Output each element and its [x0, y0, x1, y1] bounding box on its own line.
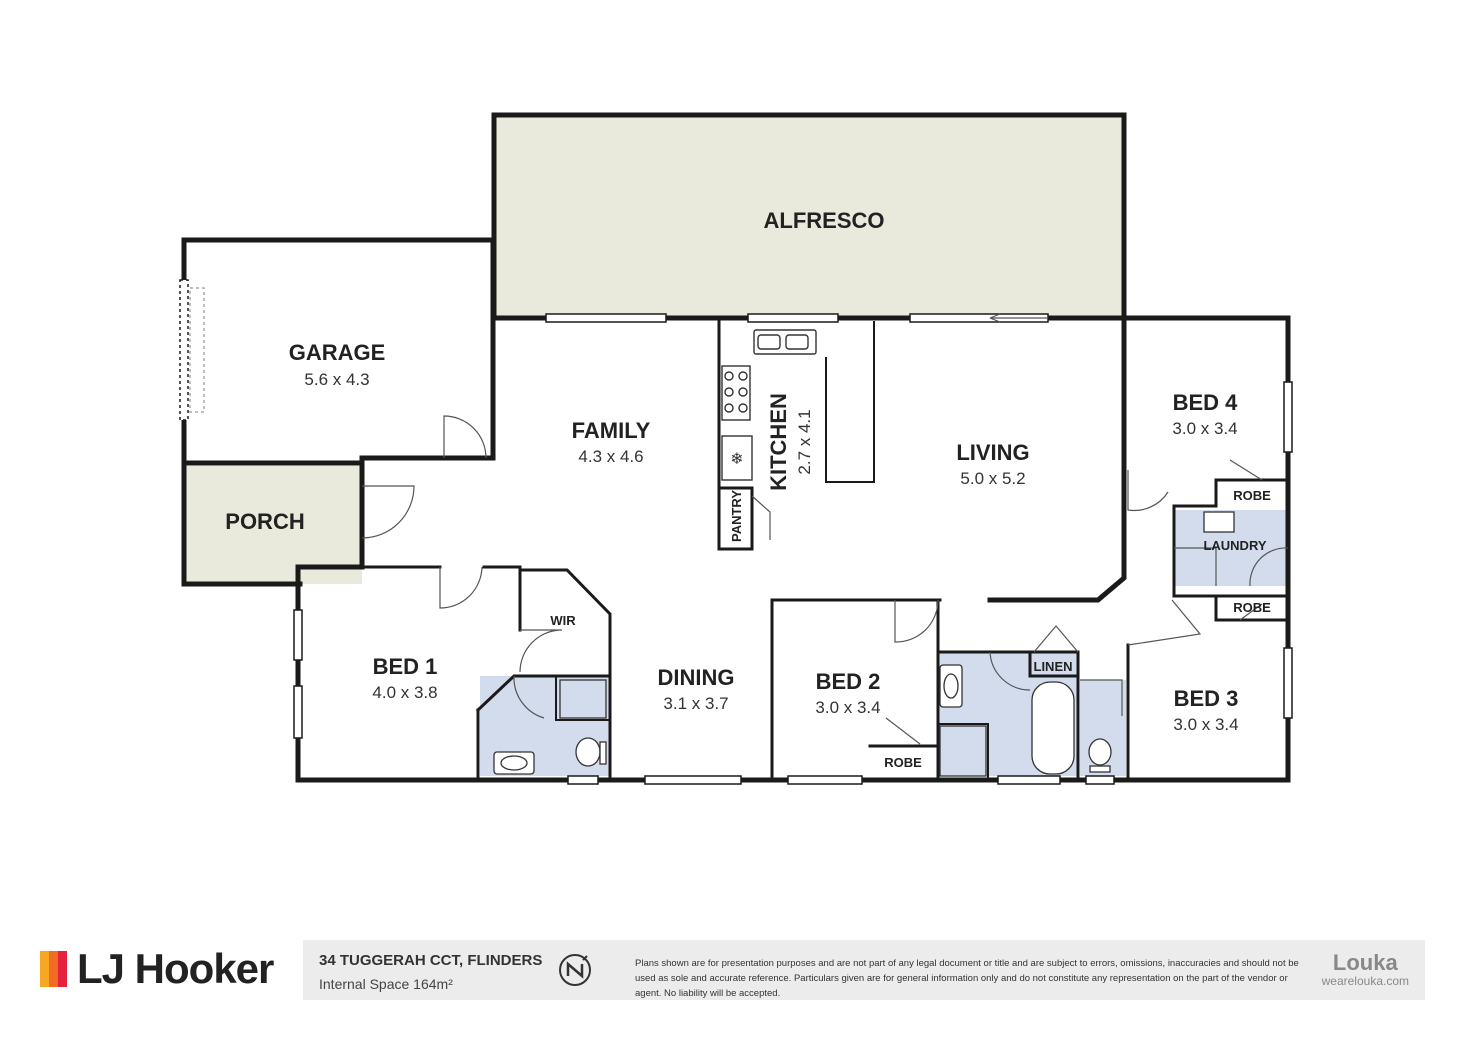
- info-bar: 34 TUGGERAH CCT, FLINDERS Internal Space…: [303, 940, 1425, 1000]
- living-label: LIVING: [956, 440, 1029, 465]
- floor-plan: ❄ ALFRESCO GARAGE 5.6 x 4.3 PORCH FAMILY…: [179, 112, 1293, 785]
- bed2-robe-label: ROBE: [884, 755, 922, 770]
- north-arrow-icon: [559, 954, 591, 986]
- alfresco-fill: [494, 115, 1124, 318]
- bed4-label: BED 4: [1173, 390, 1239, 415]
- garage-dimensions: 5.6 x 4.3: [304, 370, 369, 389]
- linen-label: LINEN: [1034, 659, 1073, 674]
- wir-label: WIR: [550, 613, 576, 628]
- kitchen-dimensions: 2.7 x 4.1: [795, 409, 814, 474]
- disclaimer-text: Plans shown are for presentation purpose…: [635, 958, 1299, 999]
- bathtub-icon: [1031, 681, 1075, 775]
- doors: [361, 313, 1289, 745]
- logo-text: LJ Hooker: [77, 945, 274, 992]
- laundry-label: LAUNDRY: [1203, 538, 1266, 553]
- wc-toilet-icon: [1088, 738, 1112, 766]
- bed1-label: BED 1: [373, 654, 438, 679]
- bed3-label: BED 3: [1174, 686, 1239, 711]
- dining-dimensions: 3.1 x 3.7: [663, 694, 728, 713]
- brand-name: Louka: [1332, 950, 1398, 975]
- room-labels: ALFRESCO GARAGE 5.6 x 4.3 PORCH FAMILY 4…: [225, 208, 1271, 770]
- bed3-robe-label: ROBE: [1233, 600, 1271, 615]
- footer: LJ Hooker 34 TUGGERAH CCT, FLINDERS Inte…: [0, 935, 1472, 1015]
- property-address: 34 TUGGERAH CCT, FLINDERS: [319, 952, 543, 969]
- bed1-dimensions: 4.0 x 3.8: [372, 683, 437, 702]
- garage-label: GARAGE: [289, 340, 386, 365]
- laundry-tub-icon: [1203, 511, 1235, 533]
- internal-space: Internal Space 164m²: [319, 976, 453, 992]
- louka-brand: Louka wearelouka.com: [1321, 950, 1409, 989]
- kitchen-label: KITCHEN: [766, 393, 791, 491]
- porch-label: PORCH: [225, 509, 304, 534]
- bed4-dimensions: 3.0 x 3.4: [1172, 419, 1237, 438]
- shower-icon: [939, 725, 987, 777]
- family-dimensions: 4.3 x 4.6: [578, 447, 643, 466]
- bed3-dimensions: 3.0 x 3.4: [1173, 715, 1238, 734]
- brand-url: wearelouka.com: [1321, 974, 1409, 988]
- bed2-label: BED 2: [816, 669, 881, 694]
- family-label: FAMILY: [572, 418, 651, 443]
- alfresco-label: ALFRESCO: [764, 208, 885, 233]
- porch-fill: [184, 466, 362, 584]
- bath-fixtures: [493, 511, 1235, 777]
- svg-text:❄: ❄: [730, 451, 743, 468]
- lj-hooker-logo: LJ Hooker: [40, 945, 274, 993]
- windows: [179, 279, 1293, 785]
- logo-bars-icon: [40, 951, 67, 987]
- fridge-icon: [721, 435, 753, 481]
- ensuite-toilet-icon: [575, 737, 601, 767]
- living-dimensions: 5.0 x 5.2: [960, 469, 1025, 488]
- ensuite-shower-icon: [559, 679, 607, 719]
- dining-label: DINING: [658, 665, 735, 690]
- bed2-dimensions: 3.0 x 3.4: [815, 698, 880, 717]
- pantry-label: PANTRY: [729, 490, 744, 542]
- bed4-robe-label: ROBE: [1233, 488, 1271, 503]
- kitchen-fixtures: ❄: [721, 329, 817, 481]
